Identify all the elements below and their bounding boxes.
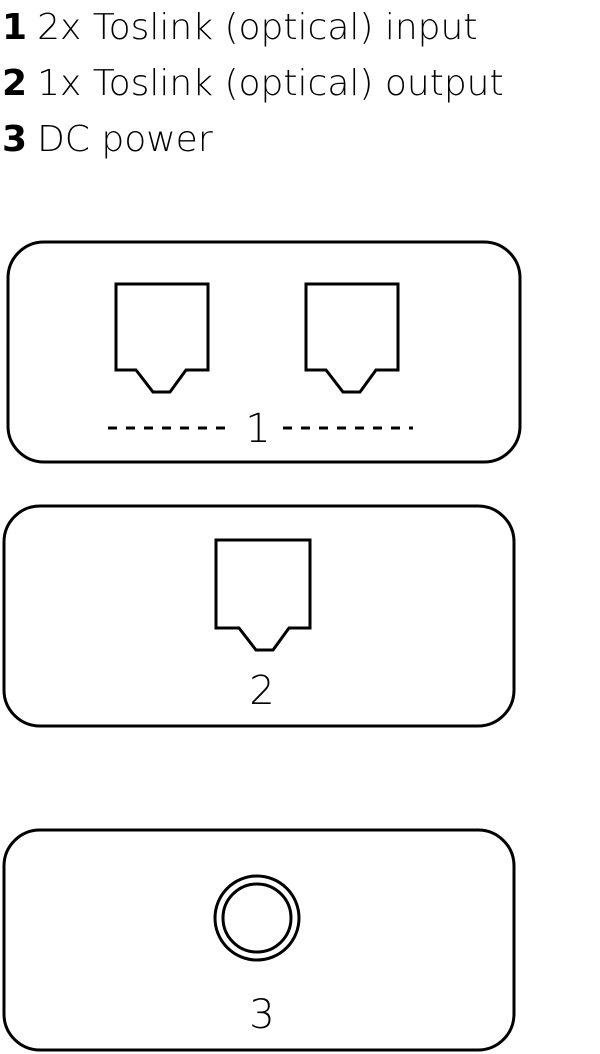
legend-number: 3 — [2, 119, 28, 160]
input-panel-outline — [6, 240, 522, 464]
legend-number: 2 — [2, 63, 28, 104]
legend-number: 1 — [2, 7, 28, 48]
legend-text: 1x Toslink (optical) output — [37, 63, 504, 104]
dc-power-jack-inner-ring — [221, 882, 293, 954]
panel-label-1: 1 — [245, 406, 270, 452]
legend-text: 2x Toslink (optical) input — [37, 7, 478, 48]
toslink-port-icon — [304, 282, 400, 394]
input-panel: 1 — [6, 240, 522, 464]
toslink-port-icon — [114, 282, 210, 394]
dc-power-jack-icon — [213, 874, 301, 962]
output-panel: 2 — [2, 504, 516, 728]
toslink-port-icon — [214, 538, 312, 652]
legend-text: DC power — [37, 119, 213, 160]
panel-label-2: 2 — [249, 668, 274, 714]
panel-label-3: 3 — [249, 992, 274, 1038]
dc-power-panel-outline — [2, 828, 516, 1052]
output-panel-outline — [2, 504, 516, 728]
dc-power-panel: 3 — [2, 828, 516, 1052]
